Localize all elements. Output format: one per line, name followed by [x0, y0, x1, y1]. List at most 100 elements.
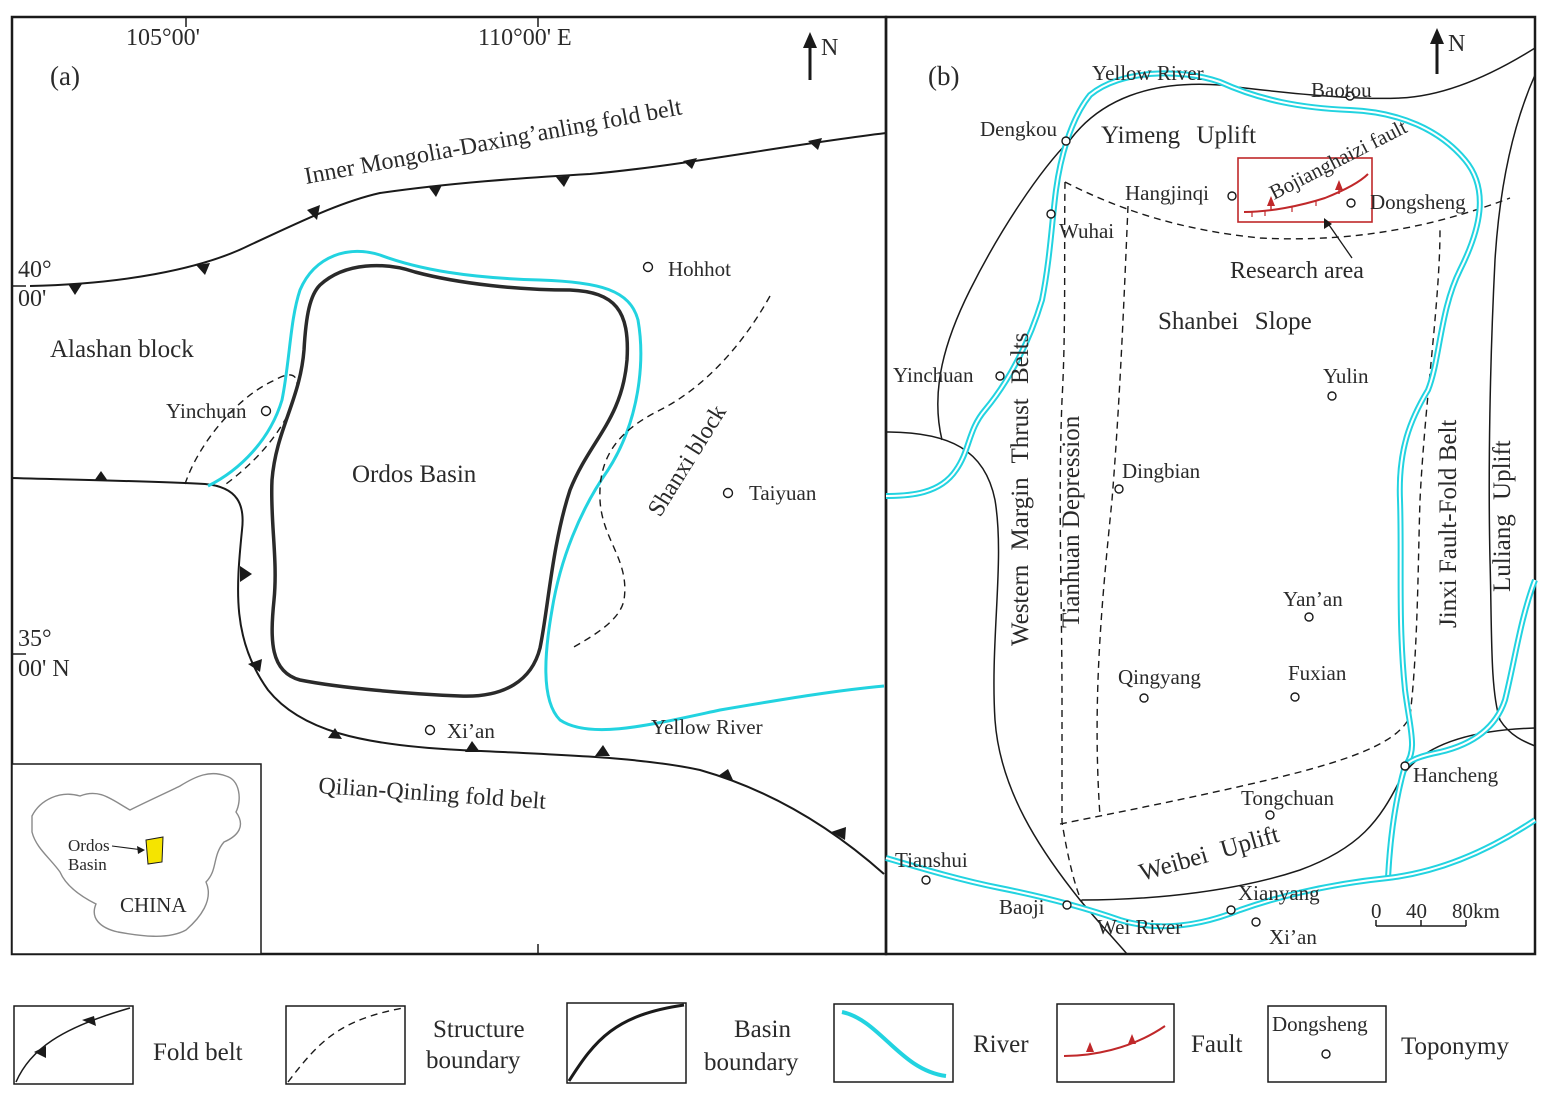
city-xianyang: Xianyang	[1238, 881, 1320, 905]
north-arrow-icon	[803, 32, 817, 80]
inner-mongolia-fold-belt	[29, 132, 887, 287]
inset-frame	[11, 763, 262, 955]
basin-outline-north	[1069, 47, 1536, 141]
city-marker-yinchuan-b	[995, 371, 1005, 381]
legend-toponymy-marker	[1321, 1049, 1331, 1059]
city-baotou: Baotou	[1311, 78, 1372, 102]
city-yinchuan-b: Yinchuan	[893, 363, 974, 387]
research-area-label: Research area	[1230, 258, 1364, 284]
panel-b: (b) N	[884, 15, 1538, 956]
city-yulin: Yulin	[1323, 364, 1369, 388]
city-tianshui: Tianshui	[895, 848, 968, 872]
city-marker-dengkou	[1061, 136, 1071, 146]
lat-label-35-deg: 35°	[18, 626, 52, 652]
inset-ordos-label-2: Basin	[68, 855, 107, 874]
city-marker-tongchuan	[1265, 810, 1275, 820]
city-yinchuan-a: Yinchuan	[166, 399, 247, 423]
shanxi-label: Shanxi block	[643, 401, 732, 522]
legend-river: River	[973, 1031, 1029, 1058]
china-outline	[31, 772, 242, 937]
city-marker-yulin	[1327, 391, 1337, 401]
legend-structure-2: boundary	[426, 1047, 521, 1074]
city-hohhot: Hohhot	[668, 257, 731, 281]
city-marker-dongsheng	[1346, 198, 1356, 208]
legend-fault: Fault	[1191, 1031, 1242, 1058]
city-xian-a: Xi’an	[447, 719, 495, 743]
shanxi-structure-boundary	[571, 295, 771, 649]
ordos-basin-label: Ordos Basin	[352, 461, 477, 488]
qilian-qinling-label: Qilian-Qinling fold belt	[318, 773, 548, 815]
legend-toponymy: Toponymy	[1401, 1033, 1509, 1060]
city-dongsheng: Dongsheng	[1370, 190, 1466, 214]
city-yanan: Yan’an	[1283, 587, 1343, 611]
weibei-dashed-boundary	[1059, 229, 1441, 825]
city-hangjinqi: Hangjinqi	[1125, 181, 1209, 205]
city-marker-hancheng	[1400, 761, 1410, 771]
panel-a-label: (a)	[50, 61, 80, 91]
legend-fold-belt: Fold belt	[153, 1039, 243, 1066]
legend-fault-swatch	[1056, 1003, 1175, 1083]
legend-fold-belt-swatch	[13, 1005, 134, 1085]
legend-basin-2: boundary	[704, 1049, 799, 1076]
inset-china-map: Ordos Basin CHINA	[11, 763, 262, 955]
city-marker-yanan	[1304, 612, 1314, 622]
city-marker-xianyang	[1226, 905, 1236, 915]
city-marker-hangjinqi	[1227, 191, 1237, 201]
city-marker-xian-a	[424, 724, 436, 736]
north-label-b: N	[1448, 31, 1465, 57]
panel-b-label: (b)	[928, 61, 959, 91]
panel-b-frame	[884, 15, 1537, 956]
legend: Fold belt Structure boundary Basin bound…	[13, 1002, 1509, 1085]
city-marker-baotou	[1345, 91, 1355, 101]
inset-ordos-highlight	[145, 836, 164, 865]
lat-label-40-deg: 40°	[18, 257, 52, 283]
legend-structure-1: Structure	[433, 1016, 525, 1043]
tianhuan-depression-label: Tianhuan Depression	[1058, 415, 1085, 628]
wei-river	[885, 817, 1537, 930]
city-marker-yinchuan-a	[260, 405, 272, 417]
wei-river-label: Wei River	[1097, 915, 1182, 939]
western-margin-label: Western Margin Thrust Belts	[1007, 333, 1034, 646]
yellow-river-label-b: Yellow River	[1092, 61, 1204, 85]
western-outer-boundary	[937, 139, 1071, 441]
scale-tick-80: 80km	[1452, 899, 1500, 923]
city-qingyang: Qingyang	[1118, 665, 1201, 689]
yellow-river-b	[885, 70, 1538, 879]
legend-basin-swatch	[566, 1002, 687, 1084]
city-marker-tianshui	[921, 875, 931, 885]
yellow-river-label-a: Yellow River	[651, 715, 763, 739]
inner-mongolia-label: Inner Mongolia-Daxing’anling fold belt	[302, 94, 684, 189]
city-marker-dingbian	[1114, 484, 1124, 494]
western-margin-boundary	[885, 431, 1128, 955]
legend-toponymy-swatch	[1267, 1005, 1387, 1083]
scale-tick-40: 40	[1406, 899, 1427, 923]
lat-label-35-min: 00' N	[18, 656, 70, 682]
lat-label-40-min: 00'	[18, 286, 46, 312]
luliang-boundary	[1488, 74, 1536, 747]
city-dingbian: Dingbian	[1122, 459, 1201, 483]
city-baoji: Baoji	[999, 895, 1045, 919]
research-area-box[interactable]	[1237, 157, 1373, 223]
city-marker-qingyang	[1139, 693, 1149, 703]
yellow-river-a	[207, 249, 885, 732]
scale-tick-0: 0	[1371, 899, 1382, 923]
panel-a: (a) 105°00' 110°00' E 40° 00' 35° 00' N …	[10, 15, 888, 956]
lon-label-110: 110°00' E	[478, 25, 572, 51]
legend-structure-swatch	[285, 1005, 406, 1085]
ordos-basin-boundary-a	[269, 263, 630, 698]
city-marker-fuxian	[1290, 692, 1300, 702]
jinxi-belt-label: Jinxi Fault-Fold Belt	[1435, 420, 1462, 628]
yinchuan-structure-boundary	[184, 374, 298, 485]
city-fuxian: Fuxian	[1288, 661, 1347, 685]
weibei-north-boundary	[1081, 727, 1536, 901]
north-arrow-icon-b	[1430, 28, 1444, 74]
alashan-label: Alashan block	[50, 336, 194, 363]
legend-toponymy-sample: Dongsheng	[1272, 1012, 1368, 1036]
legend-basin-1: Basin	[734, 1016, 791, 1043]
city-marker-xian-b	[1251, 917, 1261, 927]
shanbei-slope-label: Shanbei Slope	[1158, 308, 1312, 335]
city-marker-hohhot	[642, 261, 654, 273]
city-hancheng: Hancheng	[1413, 763, 1499, 787]
inset-china-label: CHINA	[120, 893, 187, 917]
